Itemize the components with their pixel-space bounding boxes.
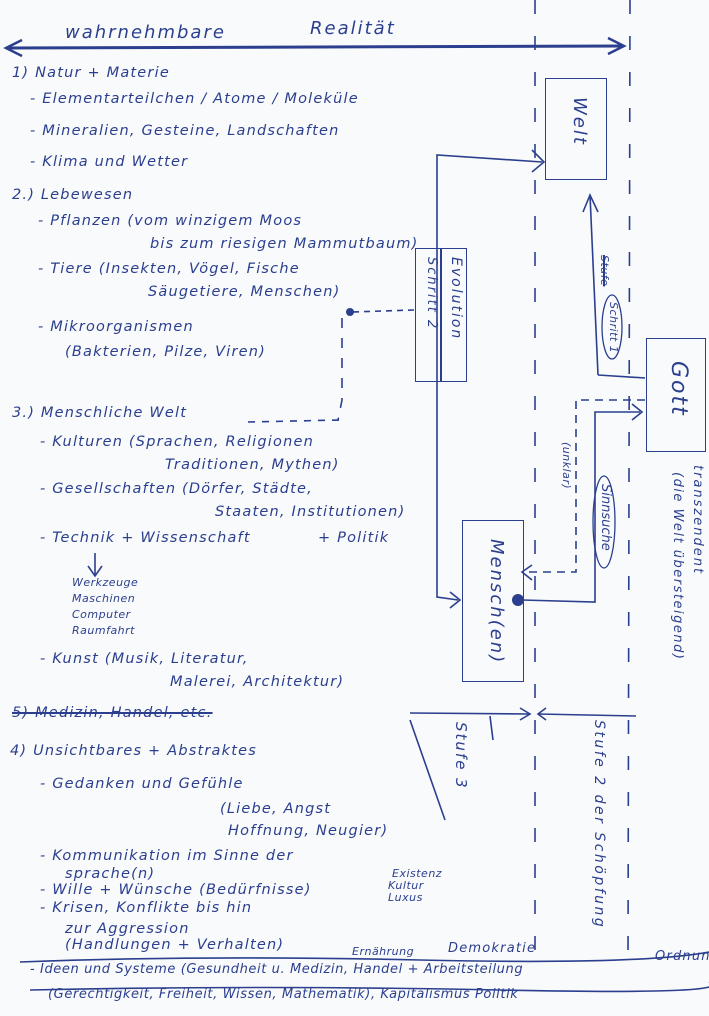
- list-item: Säugetiere, Menschen): [148, 284, 341, 300]
- welt-box: Welt: [545, 78, 607, 180]
- list-item: - Elementarteilchen / Atome / Moleküle: [30, 91, 359, 107]
- list-item: Traditionen, Mythen): [165, 457, 340, 473]
- list-item: (Bakterien, Pilze, Viren): [65, 344, 267, 360]
- list-item: - Pflanzen (vom winzigem Moos: [38, 213, 303, 229]
- menschen-label: Mensch(en): [486, 539, 507, 665]
- list-item: zur Aggression: [65, 921, 190, 937]
- list-item: - Mikroorganismen: [38, 319, 194, 335]
- menschen-box: Mensch(en): [462, 520, 524, 682]
- gott-box: Gott: [646, 338, 706, 452]
- list-item: bis zum riesigen Mammutbaum): [150, 236, 419, 252]
- list-item: (Handlungen + Verhalten): [65, 937, 285, 953]
- stufe-struck-label: Stufe: [598, 255, 611, 287]
- list-item: - Ideen und Systeme (Gesundheit u. Mediz…: [30, 962, 524, 977]
- extra-ordnung: Ordnung: [655, 949, 709, 964]
- struck-section-5: 5) Medizin, Handel, etc.: [12, 705, 213, 721]
- list-item: + Politik: [318, 530, 390, 546]
- need-luxus: Luxus: [388, 891, 423, 904]
- unklar-label: (unklar): [560, 442, 573, 490]
- schritt-2-label: Schritt 2: [424, 257, 439, 331]
- section-4-title: 4) Unsichtbares + Abstraktes: [10, 743, 257, 759]
- list-item: - Klima und Wetter: [30, 154, 189, 170]
- list-item: - Krisen, Konflikte bis hin: [40, 900, 253, 916]
- list-item: - Kunst (Musik, Literatur,: [40, 651, 249, 667]
- list-item: - Gesellschaften (Dörfer, Städte,: [40, 481, 313, 497]
- transzendent-note: (die Welt übersteigend): [670, 472, 685, 661]
- list-item: - Gedanken und Gefühle: [40, 776, 244, 792]
- list-item: - Technik + Wissenschaft: [40, 530, 251, 546]
- list-item: Malerei, Architektur): [170, 674, 345, 690]
- welt-label: Welt: [569, 97, 590, 146]
- list-item: Computer: [72, 608, 131, 621]
- section-1-title: 1) Natur + Materie: [12, 65, 170, 81]
- list-item: - Kulturen (Sprachen, Religionen: [40, 434, 314, 450]
- list-item: Maschinen: [72, 592, 136, 605]
- sinnsuche-label: Sinnsuche: [598, 484, 613, 551]
- list-item: Werkzeuge: [72, 576, 139, 589]
- schritt-1-label: Schritt 1: [607, 302, 620, 354]
- list-item: - Kommunikation im Sinne der: [40, 848, 294, 864]
- header-realitaet: Realität: [310, 18, 396, 39]
- extra-ernaehrung: Ernährung: [352, 945, 415, 958]
- list-item: (Liebe, Angst: [220, 801, 332, 817]
- list-item: Raumfahrt: [72, 624, 135, 637]
- transzendent-label: transzendent: [690, 465, 705, 576]
- gott-label: Gott: [666, 361, 691, 417]
- need-kultur: Kultur: [388, 879, 424, 892]
- list-item: - Mineralien, Gesteine, Landschaften: [30, 123, 340, 139]
- stufe-3-label: Stufe 3: [452, 722, 470, 790]
- header-wahrnehmbare: wahrnehmbare: [65, 22, 226, 43]
- evolution-label: Evolution: [448, 257, 464, 341]
- extra-demokratie: Demokratie: [448, 941, 537, 956]
- evolution-box: Evolution Schritt 2: [415, 248, 467, 382]
- section-2-title: 2.) Lebewesen: [12, 187, 134, 203]
- need-existenz: Existenz: [392, 867, 443, 880]
- list-item: - Wille + Wünsche (Bedürfnisse): [40, 882, 312, 898]
- list-item: sprache(n): [65, 866, 156, 882]
- list-item: (Gerechtigkeit, Freiheit, Wissen, Mathem…: [48, 987, 519, 1002]
- list-item: Staaten, Institutionen): [215, 504, 406, 520]
- section-3-title: 3.) Menschliche Welt: [12, 405, 188, 421]
- stufe-2-label: Stufe 2 der Schöpfung: [591, 720, 607, 930]
- list-item: Hoffnung, Neugier): [228, 823, 389, 839]
- list-item: - Tiere (Insekten, Vögel, Fische: [38, 261, 300, 277]
